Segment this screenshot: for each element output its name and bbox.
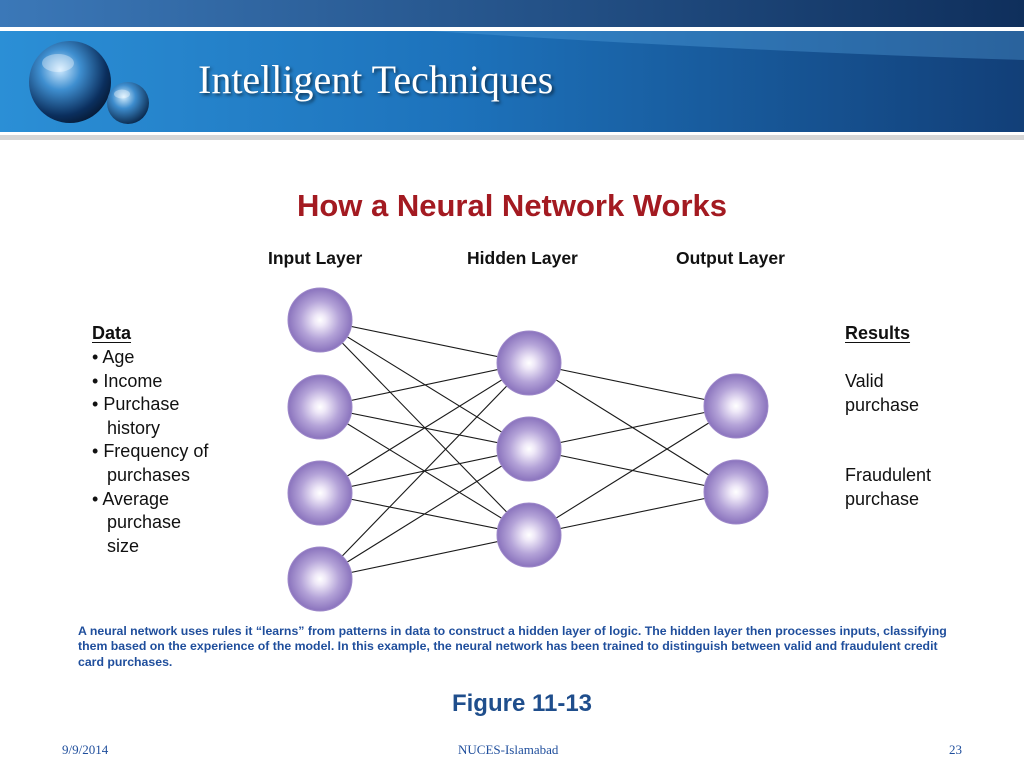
input-node-3 (287, 460, 353, 526)
connection-input-4-hidden-3 (319, 534, 530, 580)
figure-title: How a Neural Network Works (296, 188, 728, 223)
hidden-layer-label: Hidden Layer (467, 248, 578, 268)
slide-title: Intelligent Techniques (198, 57, 554, 102)
result-valid: Valid purchase (845, 371, 920, 415)
data-item-purchase-history: • Purchase history (92, 394, 180, 438)
globe-logo-icon (29, 41, 149, 124)
connection-input-1-hidden-1 (319, 319, 530, 364)
data-list: • Age • Income • Purchase history • Freq… (92, 346, 247, 558)
input-node-4 (287, 546, 353, 612)
data-item-age: • Age (92, 347, 135, 367)
input-layer-label: Input Layer (268, 248, 363, 268)
connection-hidden-1-output-1 (528, 362, 737, 407)
output-layer-label: Output Layer (676, 248, 785, 268)
figure-number: Figure 11-13 (451, 690, 593, 717)
data-item-average-size: • Average purchase size (92, 488, 182, 556)
input-node-1 (287, 287, 353, 353)
connection-input-3-hidden-1 (319, 362, 530, 494)
footer-date: 9/9/2014 (62, 742, 109, 757)
result-fraudulent: Fraudulent purchase (845, 465, 932, 509)
connection-input-4-hidden-1 (319, 362, 530, 580)
hidden-node-3 (496, 502, 562, 568)
data-heading: Data (92, 323, 132, 343)
header-banner: Intelligent Techniques (0, 0, 1024, 140)
hidden-node-2 (496, 416, 562, 482)
output-node-2 (703, 459, 769, 525)
data-item-income: • Income (92, 370, 163, 391)
header-background (0, 0, 1024, 140)
input-node-2 (287, 374, 353, 440)
figure-caption: A neural network uses rules it “learns” … (78, 624, 947, 669)
output-node-1 (703, 373, 769, 439)
footer-page-number: 23 (949, 742, 962, 757)
connection-hidden-3-output-1 (528, 405, 737, 536)
connection-hidden-3-output-2 (528, 491, 737, 536)
connection-input-4-hidden-2 (319, 448, 530, 580)
hidden-node-1 (496, 330, 562, 396)
connection-input-2-hidden-1 (319, 362, 530, 408)
footer-center: NUCES-Islamabad (458, 742, 559, 757)
connection-hidden-2-output-1 (528, 405, 737, 450)
results-heading: Results (845, 323, 911, 343)
data-item-frequency: • Frequency of purchases (92, 441, 209, 485)
